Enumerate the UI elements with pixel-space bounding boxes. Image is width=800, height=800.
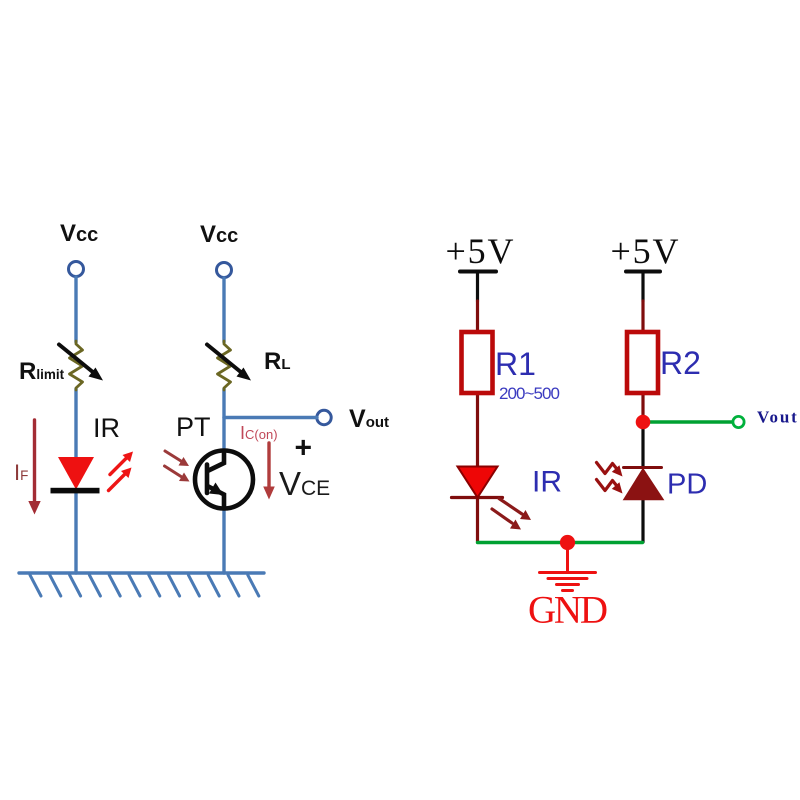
svg-text:R1: R1 [495, 346, 536, 382]
svg-text:+: + [295, 432, 313, 465]
svg-text:+5V: +5V [446, 231, 514, 271]
svg-text:PT: PT [176, 412, 211, 442]
svg-text:Vcc: Vcc [60, 220, 98, 247]
svg-text:200~500: 200~500 [499, 384, 560, 403]
svg-text:+5V: +5V [611, 231, 679, 271]
svg-text:IR: IR [532, 466, 562, 499]
svg-text:IR: IR [93, 413, 120, 443]
svg-text:Vcc: Vcc [200, 221, 238, 248]
svg-text:Vout: Vout [757, 408, 799, 427]
svg-text:R2: R2 [660, 345, 701, 381]
svg-text:PD: PD [667, 469, 707, 501]
svg-text:IC(on): IC(on) [240, 423, 278, 443]
svg-text:GND: GND [528, 589, 608, 632]
